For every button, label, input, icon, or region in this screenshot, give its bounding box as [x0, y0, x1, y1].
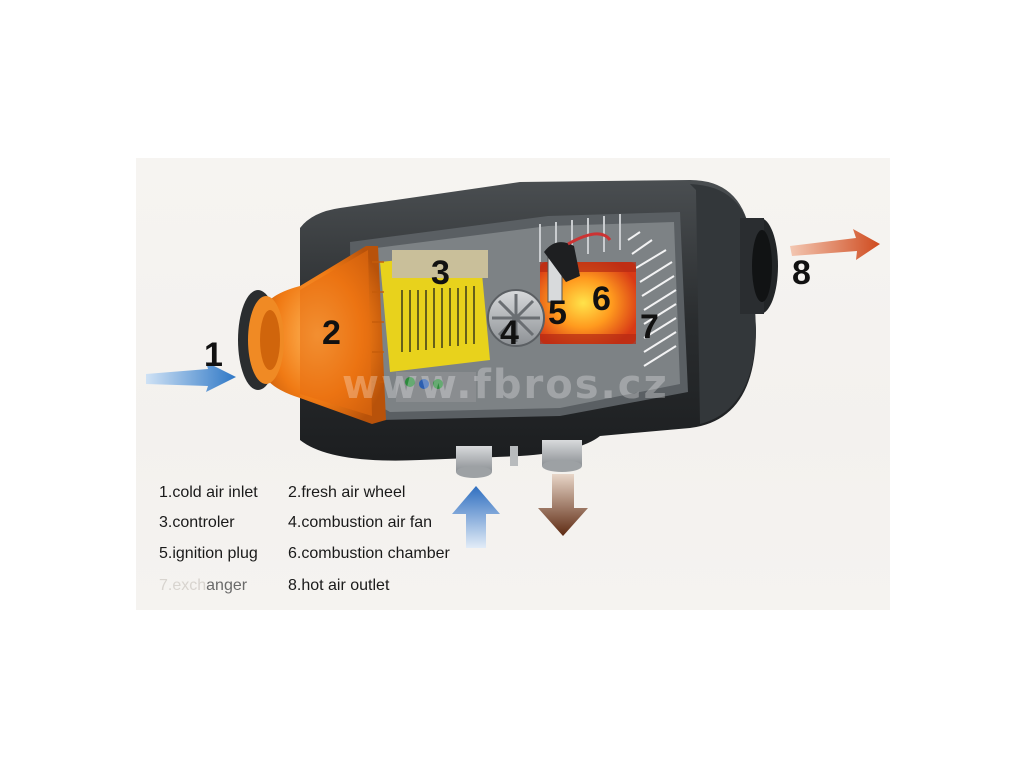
heat-exchanger	[627, 231, 677, 367]
legend-item-4: 4.combustion air fan	[288, 514, 433, 531]
legend-item-7-suffix: anger	[206, 577, 248, 594]
callout-5: 5	[548, 294, 567, 332]
callout-1: 1	[204, 336, 223, 374]
legend-item-7-prefix: 7.exch	[159, 577, 207, 594]
callout-4: 4	[500, 314, 519, 352]
legend-item-8: 8.hot air outlet	[288, 577, 390, 594]
legend-item-1: 1.cold air inlet	[159, 484, 258, 501]
legend-item-7: 7.exchanger	[159, 577, 247, 595]
callout-3: 3	[431, 254, 450, 292]
legend-item-6: 6.combustion chamber	[288, 545, 450, 562]
callout-7: 7	[640, 308, 659, 346]
callout-6: 6	[592, 280, 611, 318]
legend-item-2: 2.fresh air wheel	[288, 484, 406, 501]
cold-air-arrow	[146, 362, 236, 392]
legend-item-5: 5.ignition plug	[159, 545, 258, 562]
callout-8: 8	[792, 254, 811, 292]
callout-2: 2	[322, 314, 341, 352]
legend-item-3: 3.controler	[159, 514, 235, 531]
combustion-chamber	[540, 262, 636, 344]
exhaust-arrow	[538, 474, 588, 536]
watermark: www.fbros.cz	[342, 362, 669, 408]
hot-air-arrow	[790, 229, 880, 260]
combustion-intake-arrow	[452, 486, 500, 548]
controller-board	[380, 250, 490, 402]
